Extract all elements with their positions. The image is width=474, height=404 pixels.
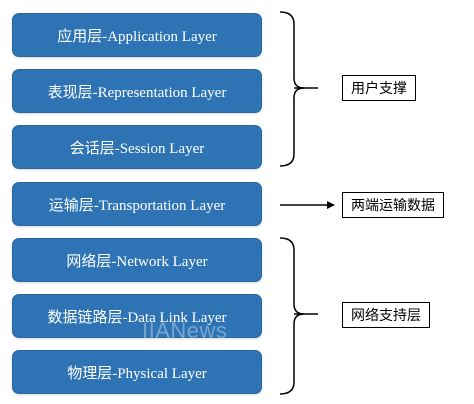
layer-label: 网络层-Network Layer bbox=[66, 253, 208, 270]
layer-label: 运输层-Transportation Layer bbox=[48, 197, 226, 214]
layer-session: 会话层-Session Layer bbox=[12, 125, 262, 169]
layer-label: 数据链路层-Data Link Layer bbox=[47, 309, 227, 326]
layer-network: 网络层-Network Layer bbox=[12, 238, 262, 282]
layer-label: 会话层-Session Layer bbox=[69, 140, 205, 157]
group-label-text: 用户支撑 bbox=[351, 81, 407, 97]
group-label-text: 两端运输数据 bbox=[351, 198, 435, 214]
layer-label: 物理层-Physical Layer bbox=[67, 365, 207, 382]
layer-representation: 表现层-Representation Layer bbox=[12, 69, 262, 113]
group-label-network-support: 网络支持层 bbox=[342, 302, 430, 328]
layer-label: 表现层-Representation Layer bbox=[47, 84, 227, 101]
group-label-transport: 两端运输数据 bbox=[342, 192, 444, 218]
layer-application: 应用层-Application Layer bbox=[12, 13, 262, 57]
bracket-user-support bbox=[279, 11, 305, 167]
layer-transportation: 运输层-Transportation Layer bbox=[12, 182, 262, 226]
layer-label: 应用层-Application Layer bbox=[57, 28, 217, 45]
layer-data-link: 数据链路层-Data Link Layer bbox=[12, 294, 262, 338]
bracket-network-support bbox=[279, 237, 305, 395]
group-label-text: 网络支持层 bbox=[351, 308, 421, 324]
group-label-user-support: 用户支撑 bbox=[342, 75, 416, 101]
layer-physical: 物理层-Physical Layer bbox=[12, 350, 262, 394]
